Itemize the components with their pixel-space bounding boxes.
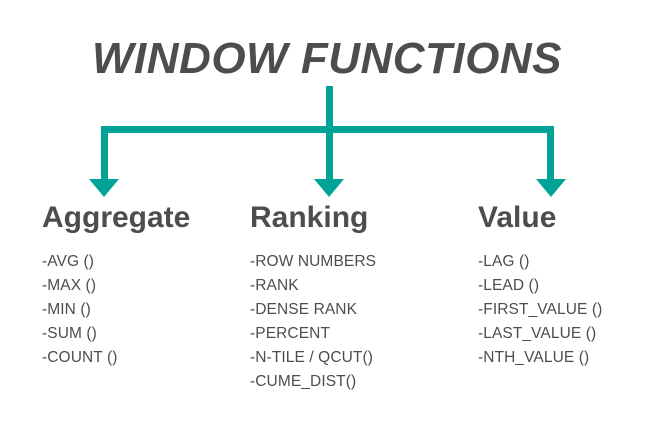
column-aggregate: Aggregate -AVG () -MAX () -MIN () -SUM (… bbox=[42, 200, 242, 370]
list-item: -N-TILE / QCUT() bbox=[250, 349, 374, 366]
item-list-value: -LAG () -LEAD () -FIRST_VALUE () -LAST_V… bbox=[478, 250, 654, 370]
connector-drop-left bbox=[101, 126, 108, 181]
list-item: -MIN () bbox=[42, 301, 91, 318]
list-item: -DENSE RANK bbox=[250, 301, 358, 318]
connector-stem bbox=[326, 86, 333, 130]
list-item: -RANK bbox=[250, 277, 299, 294]
column-ranking: Ranking -ROW NUMBERS -RANK -DENSE RANK -… bbox=[250, 200, 472, 394]
list-item: -LAST_VALUE () bbox=[478, 325, 597, 342]
list-item: -LEAD () bbox=[478, 277, 540, 294]
column-heading-value: Value bbox=[478, 201, 557, 234]
item-list-ranking: -ROW NUMBERS -RANK -DENSE RANK -PERCENT … bbox=[250, 250, 472, 394]
list-item: -LAG () bbox=[478, 253, 530, 270]
list-item: -FIRST_VALUE () bbox=[478, 301, 603, 318]
item-list-aggregate: -AVG () -MAX () -MIN () -SUM () -COUNT (… bbox=[42, 250, 242, 370]
list-item: -SUM () bbox=[42, 325, 97, 342]
column-heading-aggregate: Aggregate bbox=[42, 201, 191, 234]
arrow-head-value bbox=[536, 179, 566, 197]
connector-horizontal-bar bbox=[101, 126, 554, 133]
list-item: -PERCENT bbox=[250, 325, 331, 342]
list-item: -AVG () bbox=[42, 253, 95, 270]
diagram-title: WINDOW FUNCTIONS bbox=[92, 34, 562, 83]
list-item: -MAX () bbox=[42, 277, 97, 294]
list-item: -COUNT () bbox=[42, 349, 118, 366]
list-item: -NTH_VALUE () bbox=[478, 349, 590, 366]
list-item: -ROW NUMBERS bbox=[250, 253, 377, 270]
column-heading-ranking: Ranking bbox=[250, 201, 369, 234]
connector-drop-middle bbox=[326, 126, 333, 181]
connector-drop-right bbox=[547, 126, 554, 181]
column-value: Value -LAG () -LEAD () -FIRST_VALUE () -… bbox=[478, 200, 654, 370]
arrow-head-ranking bbox=[314, 179, 344, 197]
arrow-head-aggregate bbox=[89, 179, 119, 197]
list-item: -CUME_DIST() bbox=[250, 373, 357, 390]
